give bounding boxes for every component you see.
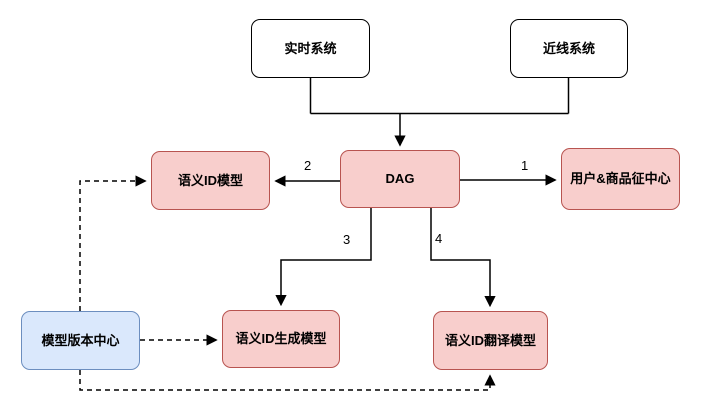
edge-version-center-to-translation-model — [79, 370, 496, 391]
edge-label-1: 1 — [519, 158, 531, 173]
node-realtime-system-label: 实时系统 — [284, 40, 337, 56]
node-user-product-feature-center: 用户&商品征中心 — [561, 148, 680, 210]
node-model-version-center-label: 模型版本中心 — [41, 332, 120, 348]
node-dag: DAG — [340, 150, 460, 208]
edge-label-4: 4 — [433, 231, 445, 246]
node-nearline-system-label: 近线系统 — [542, 40, 595, 56]
node-semantic-id-model: 语义ID模型 — [151, 151, 270, 210]
node-nearline-system: 近线系统 — [510, 19, 628, 78]
edge-dag-to-translation-model — [430, 208, 496, 308]
node-semantic-id-generation-model-label: 语义ID生成模型 — [235, 331, 327, 347]
node-user-product-feature-center-label: 用户&商品征中心 — [570, 171, 671, 187]
node-realtime-system: 实时系统 — [251, 19, 370, 78]
node-semantic-id-translation-model: 语义ID翻译模型 — [433, 311, 548, 370]
edge-dag-to-generation-model — [275, 208, 372, 307]
edge-version-center-to-semantic-id-model — [79, 175, 147, 311]
edge-label-2: 2 — [302, 158, 314, 173]
node-semantic-id-generation-model: 语义ID生成模型 — [222, 310, 340, 368]
edge-label-3: 3 — [341, 232, 353, 247]
node-model-version-center: 模型版本中心 — [21, 311, 140, 370]
node-semantic-id-translation-model-label: 语义ID翻译模型 — [444, 332, 536, 348]
node-dag-label: DAG — [385, 171, 415, 187]
node-semantic-id-model-label: 语义ID模型 — [177, 172, 243, 188]
